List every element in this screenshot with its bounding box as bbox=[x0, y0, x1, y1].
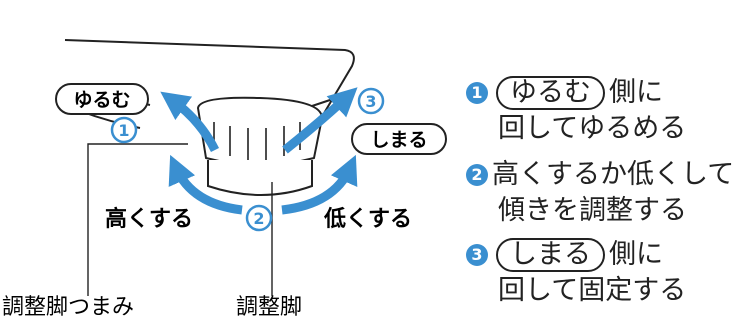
marker-1-label: 1 bbox=[118, 121, 129, 140]
step-2-text-1: 高くするか低くして bbox=[492, 159, 735, 190]
step-1-number: 1 bbox=[466, 82, 488, 104]
tighten-pill bbox=[351, 123, 447, 155]
step-2-text-2: 傾きを調整する bbox=[498, 195, 687, 226]
step-3-line-2: 回して固定する bbox=[498, 274, 686, 308]
adjuster-foot bbox=[207, 160, 313, 196]
step-2-line-2: 傾きを調整する bbox=[498, 194, 687, 228]
lower-arrow bbox=[281, 154, 358, 215]
marker-2 bbox=[245, 204, 273, 232]
step-1-text-1: 側に bbox=[609, 77, 663, 108]
higher-label: 高くする bbox=[105, 206, 193, 232]
marker-3 bbox=[357, 87, 385, 115]
marker-1 bbox=[110, 116, 138, 144]
knob-leader-line bbox=[87, 143, 188, 296]
loosen-pill-label: ゆるむ bbox=[73, 89, 130, 111]
step-3-text-2: 回して固定する bbox=[498, 275, 687, 306]
step-3-text-1: 側に bbox=[609, 239, 663, 270]
step-3-number: 3 bbox=[466, 244, 488, 266]
step-3-pill: しまる bbox=[496, 238, 605, 272]
step-1-line-2: 回してゆるめる bbox=[498, 112, 686, 146]
knob-label: 調整脚つまみ bbox=[2, 295, 134, 320]
loosen-arrow bbox=[160, 91, 220, 153]
loosen-pill bbox=[55, 83, 149, 115]
step-2-number: 2 bbox=[466, 164, 488, 186]
higher-arrow bbox=[168, 154, 243, 215]
step-3-line-1: 3 しまる側に bbox=[466, 238, 663, 272]
marker-3-label: 3 bbox=[365, 92, 376, 111]
foot-label: 調整脚 bbox=[236, 295, 302, 320]
tighten-pill-label: しまる bbox=[370, 129, 427, 151]
step-1-line-1: 1 ゆるむ側に bbox=[466, 76, 663, 110]
lower-label: 低くする bbox=[323, 207, 412, 232]
tighten-arrow bbox=[282, 87, 358, 154]
marker-2-label: 2 bbox=[253, 209, 264, 228]
step-1-pill: ゆるむ bbox=[496, 76, 605, 110]
step-1-text-2: 回してゆるめる bbox=[498, 113, 687, 144]
